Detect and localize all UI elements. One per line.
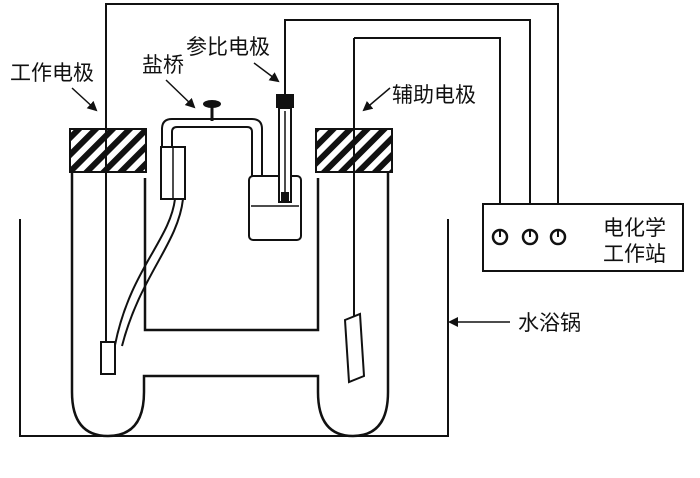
salt-bridge-capillary-outer xyxy=(121,198,184,347)
auxiliary-electrode-plate xyxy=(343,312,366,384)
reference-electrode-cap xyxy=(276,94,294,108)
h-cell-inner-wall xyxy=(143,178,320,332)
water-bath xyxy=(19,219,449,437)
auxiliary-electrode-wire xyxy=(354,37,501,230)
workstation-label-line2: 工作站 xyxy=(603,242,666,266)
reference-compartment xyxy=(248,175,302,241)
working-electrode-wire xyxy=(105,3,559,230)
working-electrode-arrow xyxy=(71,87,98,112)
reference-electrode-wire xyxy=(284,19,531,230)
salt-bridge-arrow xyxy=(165,79,196,109)
electrochemical-workstation xyxy=(482,203,684,272)
reference-electrode-arrow xyxy=(253,62,280,83)
working-electrode-label: 工作电极 xyxy=(10,61,94,85)
auxiliary-electrode-label: 辅助电极 xyxy=(392,83,476,107)
working-electrode-plate xyxy=(100,341,116,375)
salt-bridge-capillary xyxy=(114,198,176,346)
working-electrode-stopper xyxy=(69,128,147,173)
workstation-label-line1: 电化学 xyxy=(603,216,666,240)
salt-bridge-tube-inner xyxy=(171,126,253,176)
salt-bridge-stopcock-handle xyxy=(203,100,221,108)
auxiliary-electrode-arrow xyxy=(362,87,391,112)
reference-electrode-label: 参比电极 xyxy=(186,35,270,59)
h-cell-body xyxy=(70,170,390,438)
salt-bridge-label: 盐桥 xyxy=(142,53,184,77)
water-bath-label: 水浴锅 xyxy=(518,311,581,335)
reference-electrode-tip xyxy=(281,192,289,202)
